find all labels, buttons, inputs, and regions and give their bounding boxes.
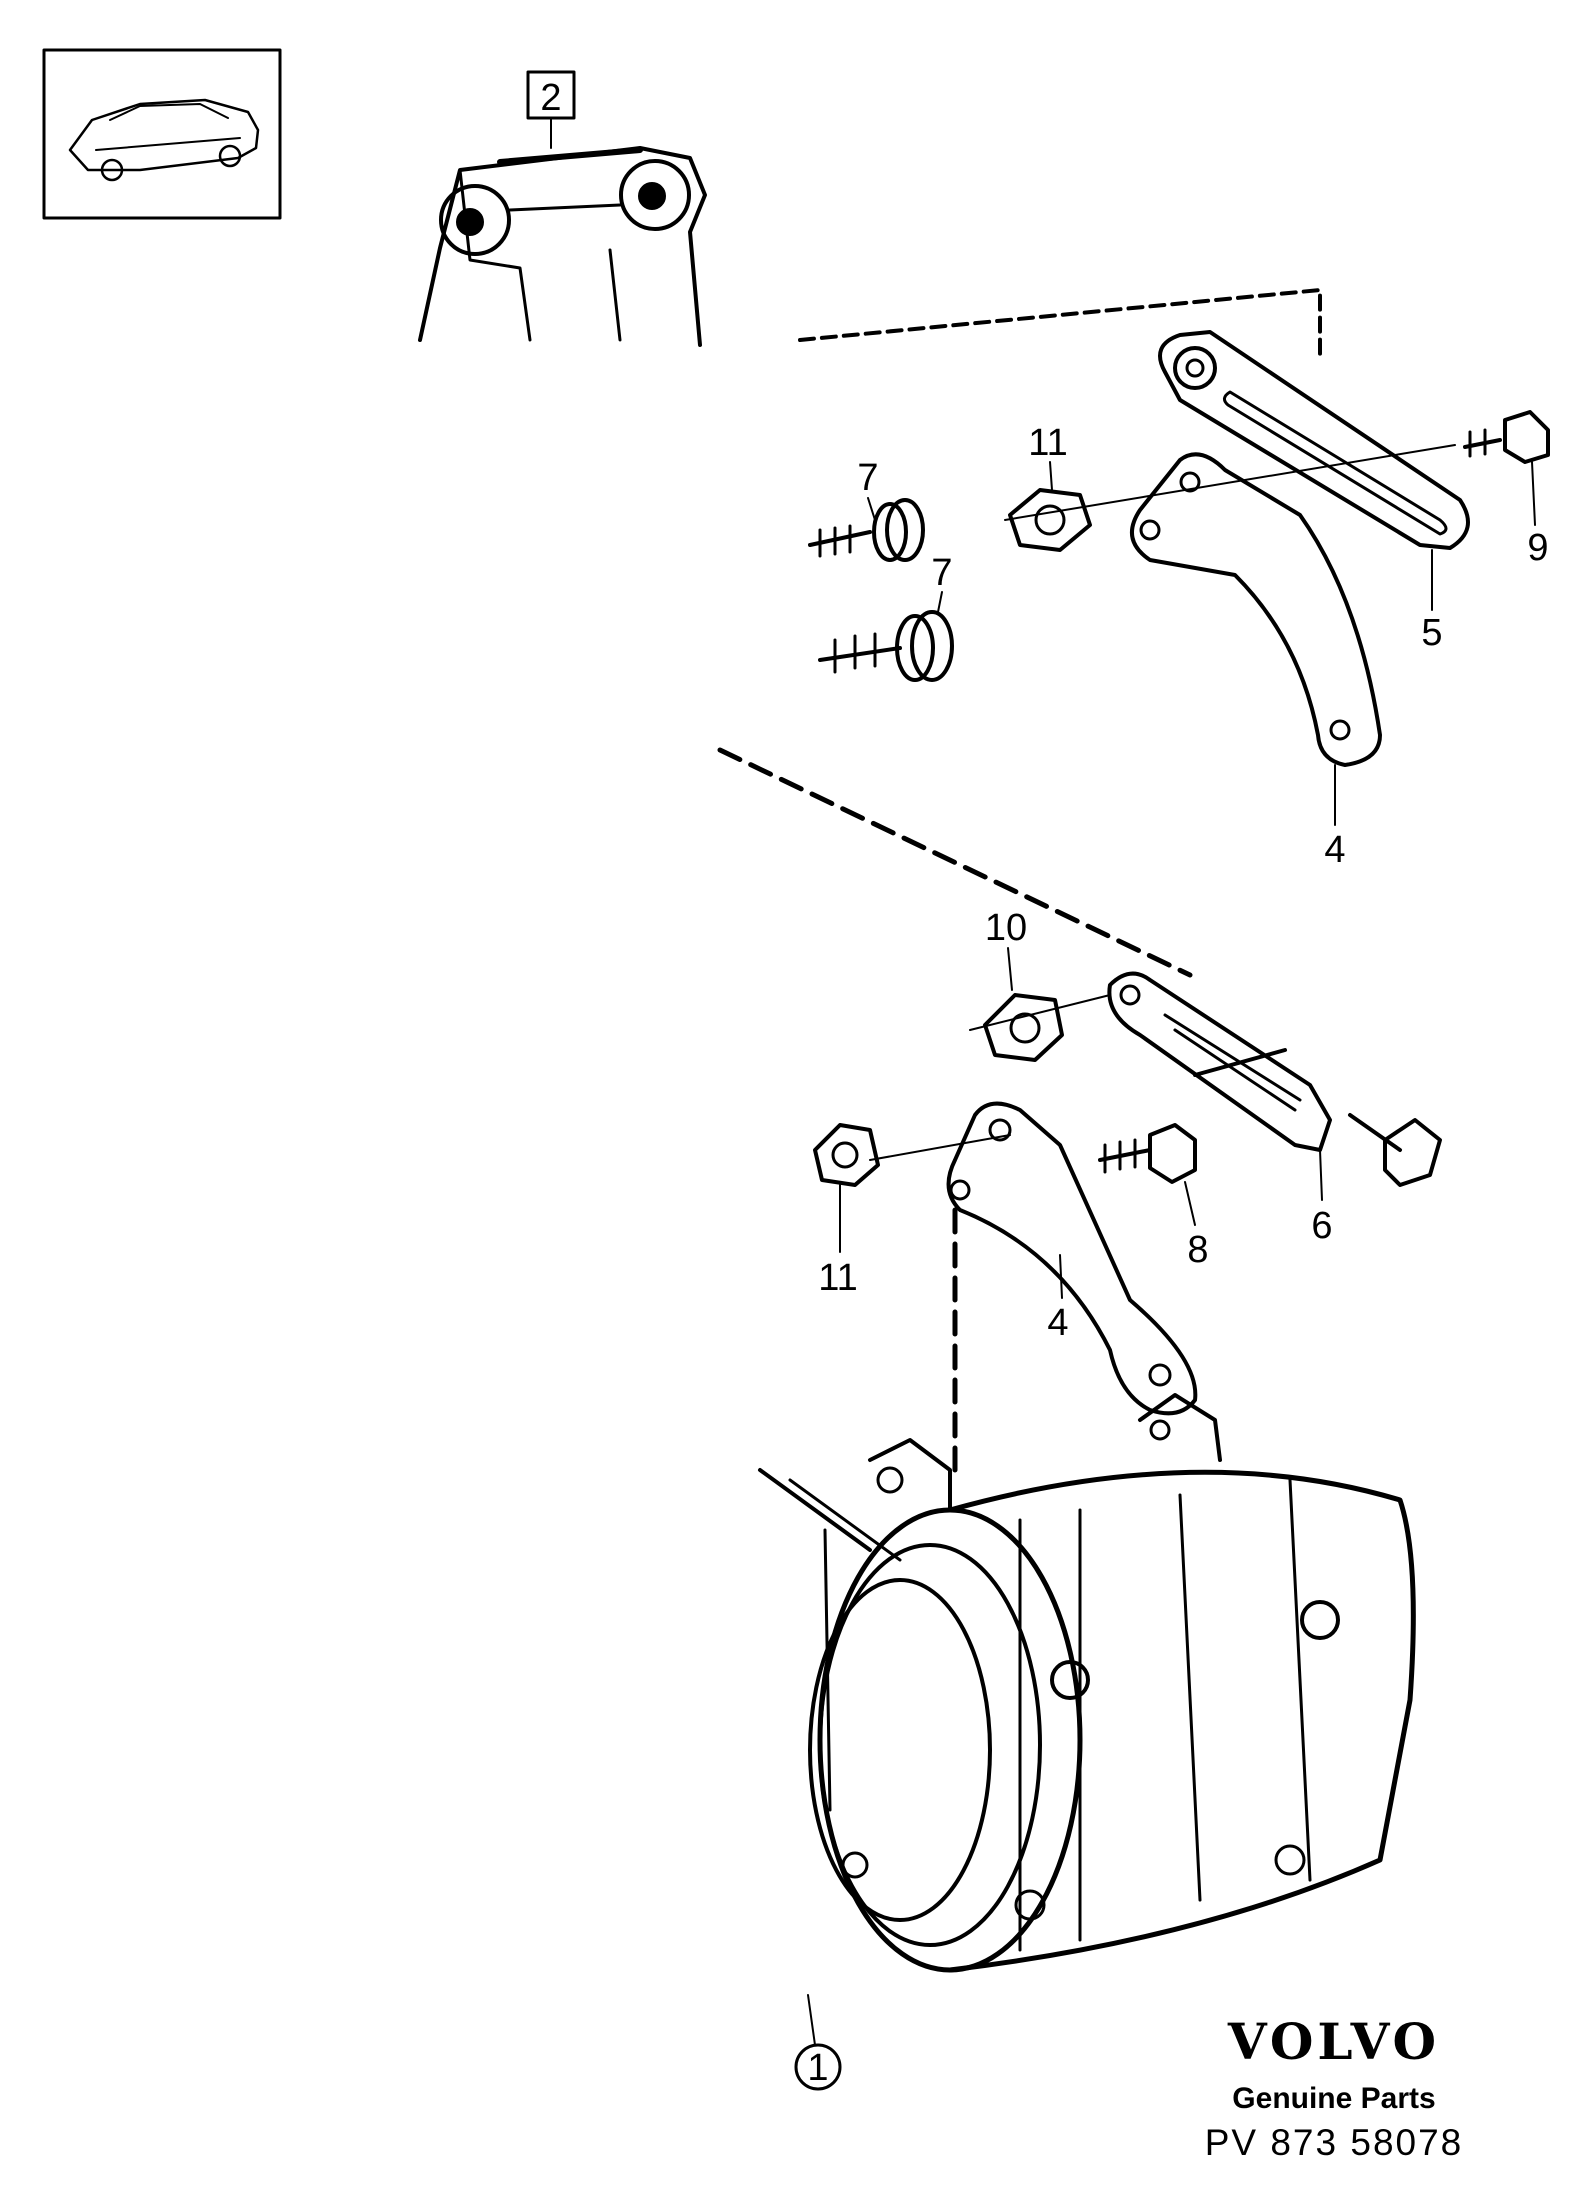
callout-9: 9	[1527, 461, 1549, 569]
callout-11-lower-label: 11	[818, 1257, 857, 1299]
callout-6-label: 6	[1311, 1205, 1332, 1247]
reference-line-upper	[798, 288, 1322, 357]
callout-5-label: 5	[1421, 612, 1442, 654]
callout-1: 1	[794, 1994, 842, 2091]
nut-11-upper	[1004, 444, 1456, 552]
nut-10	[969, 993, 1111, 1062]
callout-4-lower-label: 4	[1047, 1302, 1068, 1344]
bolt-8	[1098, 1123, 1197, 1184]
nut-11-lower	[813, 1123, 1011, 1187]
bolt-7-upper	[808, 498, 925, 562]
callout-11-lower: 11	[818, 1184, 858, 1299]
curved-bracket-4-upper	[1130, 452, 1382, 767]
callout-2: 2	[526, 70, 576, 149]
tension-arm-6	[1107, 971, 1442, 1187]
callout-2-label: 2	[540, 77, 561, 119]
mounting-bracket-2	[418, 146, 707, 347]
reference-line-diagonal	[717, 747, 1193, 978]
genuine-parts-label: Genuine Parts	[1232, 2082, 1436, 2115]
bolt-7-lower	[818, 610, 954, 682]
callout-11-upper-label: 11	[1028, 422, 1067, 464]
vehicle-thumbnail	[42, 48, 282, 220]
volvo-logo: VOLVO	[1227, 2012, 1441, 2071]
curved-bracket-4-lower	[946, 1101, 1198, 1473]
ac-compressor-1	[758, 1393, 1416, 1973]
callout-7-lower: 7	[931, 552, 953, 613]
callout-10-label: 10	[985, 907, 1027, 949]
callout-6: 6	[1311, 1149, 1333, 1247]
callout-7-upper: 7	[857, 457, 879, 521]
slotted-arm-5	[1158, 330, 1470, 550]
callout-10: 10	[985, 907, 1027, 991]
callout-11-upper: 11	[1028, 422, 1068, 491]
callout-8-label: 8	[1187, 1229, 1208, 1271]
callout-7-lower-label: 7	[931, 552, 952, 594]
callout-7-upper-label: 7	[857, 457, 878, 499]
callout-5: 5	[1421, 549, 1443, 654]
bolt-9	[1463, 410, 1550, 464]
callout-4-upper-label: 4	[1324, 829, 1345, 871]
callout-4-lower: 4	[1047, 1254, 1069, 1344]
part-code: PV 873 58078	[1204, 2122, 1464, 2163]
callout-9-label: 9	[1527, 527, 1548, 569]
callout-8: 8	[1184, 1181, 1209, 1271]
callout-1-label: 1	[807, 2047, 828, 2089]
callout-4-upper: 4	[1324, 764, 1346, 871]
